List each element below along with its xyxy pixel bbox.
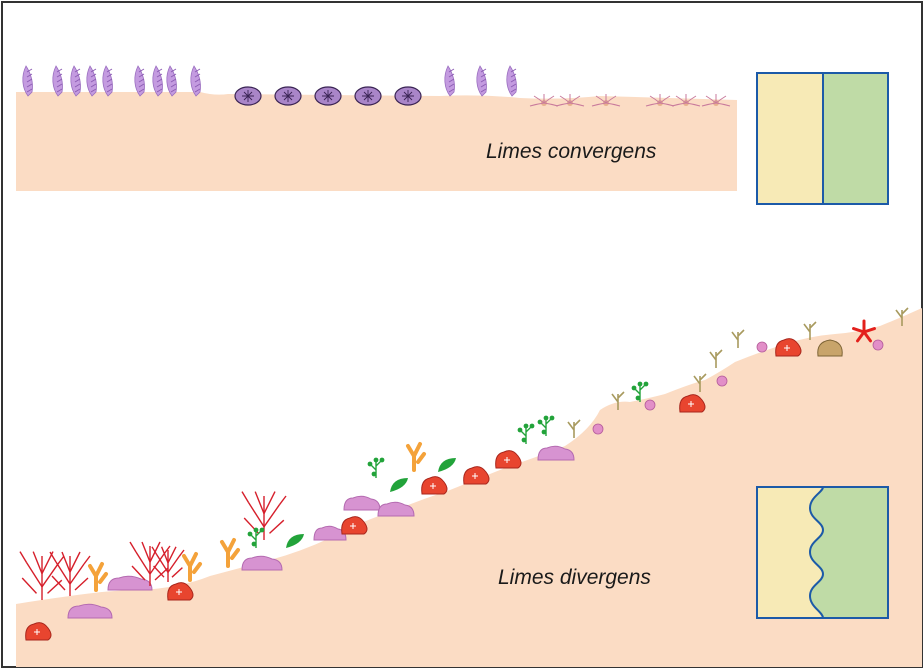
sea-urchin-icon <box>395 87 421 105</box>
shell-icon <box>645 400 655 410</box>
divergent-boundary-box <box>757 487 888 618</box>
sea-urchin-icon <box>235 87 261 105</box>
zone-right <box>823 73 888 204</box>
shell-icon <box>873 340 883 350</box>
bottom-panel-label: Limes divergens <box>498 566 651 590</box>
shell-icon <box>593 424 603 434</box>
sea-urchin-icon <box>315 87 341 105</box>
convergent-boundary-box <box>757 73 888 204</box>
sea-urchin-icon <box>355 87 381 105</box>
sea-urchin-icon <box>275 87 301 105</box>
top-panel-label: Limes convergens <box>486 140 656 164</box>
shell-icon <box>717 376 727 386</box>
zone-left <box>757 73 823 204</box>
shell-icon <box>757 342 767 352</box>
